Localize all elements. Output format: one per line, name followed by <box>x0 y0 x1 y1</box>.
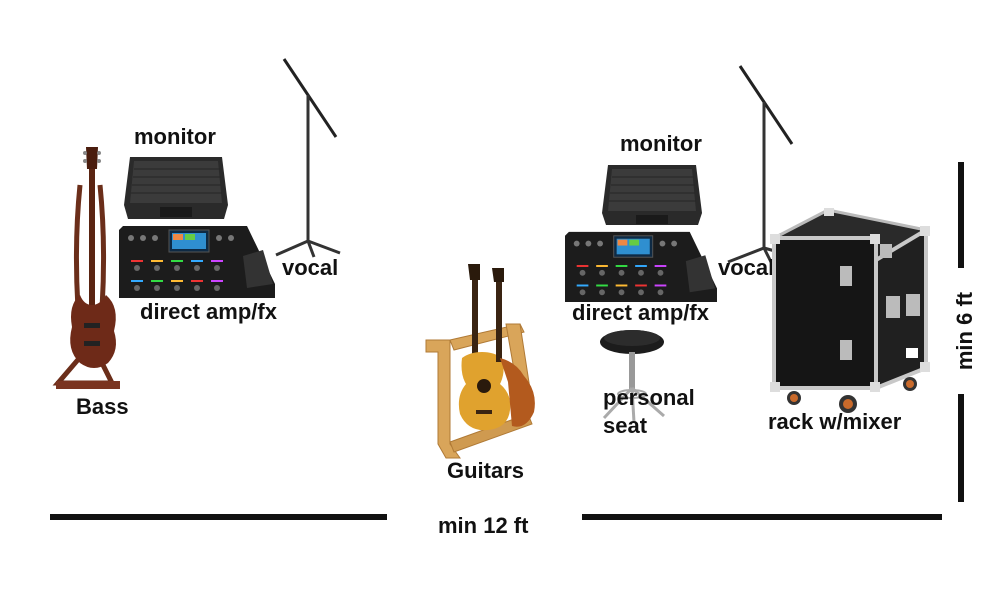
width-dimension-line-right <box>582 514 942 520</box>
guitar-stand-icon <box>425 264 535 459</box>
amp-fx-unit-icon <box>565 231 717 303</box>
depth-dimension-label: min 6 ft <box>952 291 977 371</box>
guitars-label: Guitars <box>447 458 525 483</box>
monitor-speaker-icon <box>602 165 702 225</box>
depth-dimension-line-top <box>958 162 964 268</box>
stool-icon <box>600 330 665 423</box>
seat-label: personal seat <box>603 385 695 438</box>
bass-label: Bass <box>76 394 129 419</box>
amp-fx-unit-icon <box>119 226 275 298</box>
amp-left-label: direct amp/fx <box>140 299 277 324</box>
monitor-right-label: monitor <box>620 131 702 156</box>
vocal-right-label: vocal <box>718 255 775 280</box>
width-dimension-label: min 12 ft <box>438 513 529 538</box>
amp-right-label: direct amp/fx <box>572 300 709 325</box>
mic-stand-icon <box>275 58 341 258</box>
monitor-left-label: monitor <box>134 124 216 149</box>
vocal-left-label: vocal <box>282 255 339 280</box>
depth-dimension-line-bottom <box>958 394 964 502</box>
rack-case-icon <box>770 208 930 413</box>
bass-guitar-icon <box>52 147 120 389</box>
rack-label: rack w/mixer <box>768 409 902 434</box>
width-dimension-line-left <box>50 514 387 520</box>
monitor-speaker-icon <box>124 157 228 219</box>
